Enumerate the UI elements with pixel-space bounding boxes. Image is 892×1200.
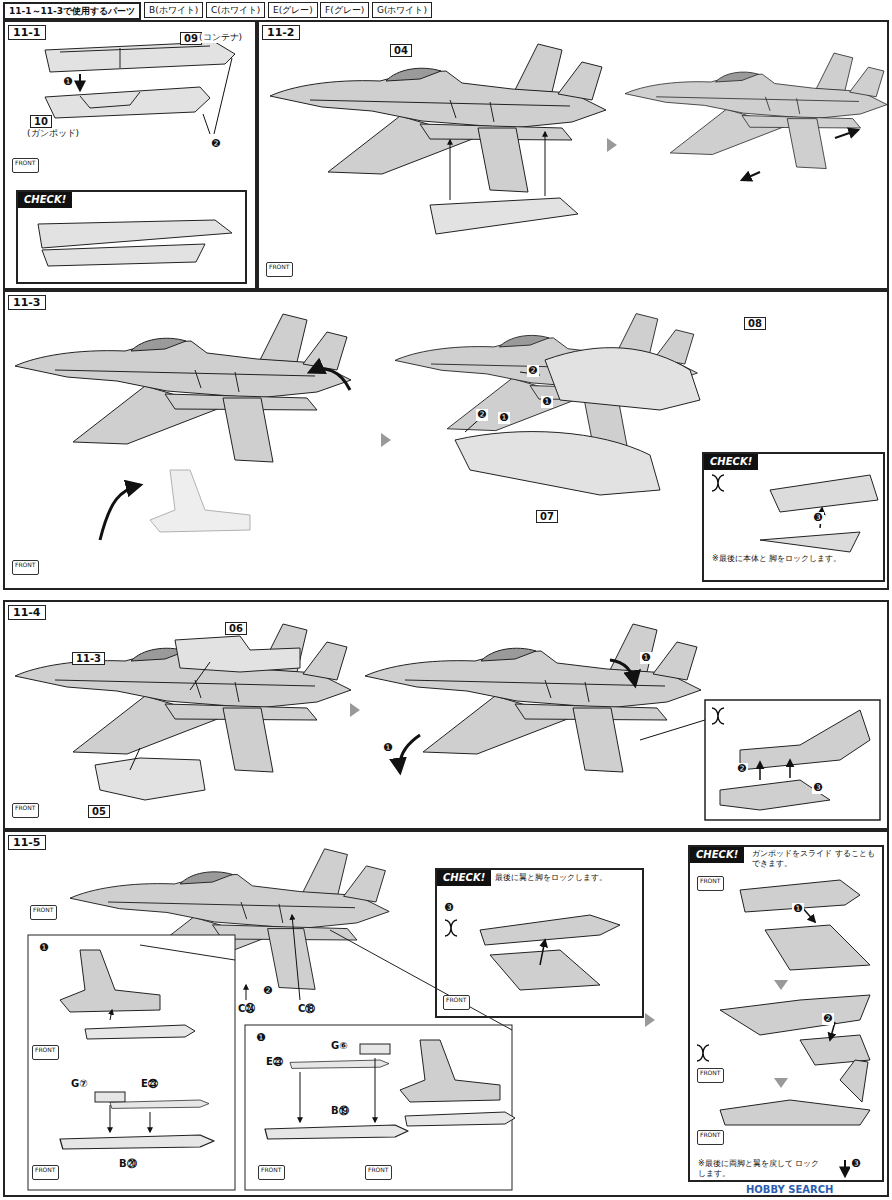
callout-number: ❸	[850, 1158, 862, 1170]
callout-number: ❶	[541, 396, 553, 408]
callout-number: ❸	[443, 902, 455, 914]
front-icon: FRONT	[365, 1165, 392, 1180]
callout-number: ❶	[62, 76, 74, 88]
parts-runner-box: G(ホワイト)	[372, 2, 432, 18]
step-number: 11-2	[262, 25, 300, 40]
check-tag: CHECK!	[18, 192, 72, 208]
callout-number: ❸	[812, 782, 824, 794]
step-panel: 11-4	[3, 600, 889, 830]
check-box: CHECK!	[16, 190, 247, 284]
front-icon: FRONT	[12, 158, 39, 173]
front-icon: FRONT	[697, 1130, 724, 1145]
runner-part-number: B⑲	[330, 1105, 350, 1116]
callout-number: ❶	[38, 942, 50, 954]
front-icon: FRONT	[258, 1165, 285, 1180]
runner-part-number: C⑱	[297, 1003, 316, 1014]
step-panel: 11-3CHECK! ※最後に本体と 脚をロックします。	[3, 290, 889, 590]
callout-number: ❶	[255, 1032, 267, 1044]
front-icon: FRONT	[32, 1165, 59, 1180]
part-number: 08	[744, 317, 766, 330]
runner-part-number: C㉔	[237, 1003, 256, 1014]
part-name: (ガンポッド)	[26, 129, 80, 139]
callout-number: ❶	[498, 412, 510, 424]
front-icon: FRONT	[32, 1045, 59, 1060]
parts-text: C(ホワイト)	[211, 5, 260, 15]
parts-text: 11-1～11-3で使用するパーツ	[9, 6, 135, 16]
parts-runner-box: C(ホワイト)	[206, 2, 265, 18]
callout-number: ❶	[792, 903, 804, 915]
step-number: 11-4	[8, 605, 46, 620]
callout-number: ❶	[640, 652, 652, 664]
callout-number: ❷	[736, 763, 748, 775]
parts-text: F(グレー)	[325, 5, 364, 15]
parts-text: B(ホワイト)	[149, 5, 198, 15]
parts-text: E(グレー)	[273, 5, 313, 15]
part-number: 04	[390, 44, 412, 57]
note-text: ガンポッドをスライド することもできます。	[752, 849, 877, 868]
callout-number: ❸	[812, 512, 824, 524]
note-text: ※最後に本体と 脚をロックします。	[712, 554, 877, 564]
runner-part-number: B⑳	[118, 1158, 138, 1169]
parts-runner-box: B(ホワイト)	[144, 2, 203, 18]
callout-number: ❷	[262, 985, 274, 997]
check-tag: CHECK!	[437, 870, 491, 886]
step-panel: 11-2	[257, 20, 889, 290]
step-panel: 11-1CHECK!	[3, 20, 257, 290]
front-icon: FRONT	[12, 803, 39, 818]
part-number: 07	[536, 510, 558, 523]
part-number: 05	[88, 805, 110, 818]
part-number: 10	[30, 115, 52, 128]
part-number: 06	[225, 622, 247, 635]
front-icon: FRONT	[12, 560, 39, 575]
callout-number: ❶	[382, 742, 394, 754]
runner-part-number: G⑥	[330, 1040, 349, 1051]
front-icon: FRONT	[697, 876, 724, 891]
part-name: (コンテナ)	[198, 33, 243, 43]
parts-runner-box: F(グレー)	[320, 2, 369, 18]
callout-number: ❷	[527, 365, 539, 377]
step-number: 11-1	[8, 25, 46, 40]
parts-text: G(ホワイト)	[377, 5, 427, 15]
callout-number: ❷	[822, 1013, 834, 1025]
runner-part-number: G⑦	[70, 1078, 89, 1089]
note-text: 最後に翼と脚をロックします。	[495, 873, 640, 883]
front-icon: FRONT	[30, 905, 57, 920]
front-icon: FRONT	[697, 1068, 724, 1083]
step-number: 11-5	[8, 835, 46, 850]
check-tag: CHECK!	[690, 847, 744, 863]
front-icon: FRONT	[266, 262, 293, 277]
runner-part-number: E㉓	[265, 1056, 284, 1067]
callout-number: ❷	[210, 138, 222, 150]
step-number: 11-3	[8, 295, 46, 310]
runner-part-number: E㉓	[140, 1078, 159, 1089]
watermark: HOBBY SEARCH	[745, 1184, 834, 1195]
parts-header: 11-1～11-3で使用するパーツ	[3, 2, 141, 20]
note-text: ※最後に両脚と翼を戻して ロックします。	[698, 1159, 823, 1178]
parts-runner-box: E(グレー)	[268, 2, 318, 18]
check-tag: CHECK!	[704, 454, 758, 470]
callout-number: ❷	[476, 409, 488, 421]
front-icon: FRONT	[443, 995, 470, 1010]
check-box: CHECK! ※最後に本体と 脚をロックします。	[702, 452, 885, 582]
step-panel: 11-5CHECK! 最後に翼と脚をロックします。 CHECK! ガンポッドをスライド…	[3, 830, 889, 1197]
part-number: 11-3	[72, 652, 105, 665]
